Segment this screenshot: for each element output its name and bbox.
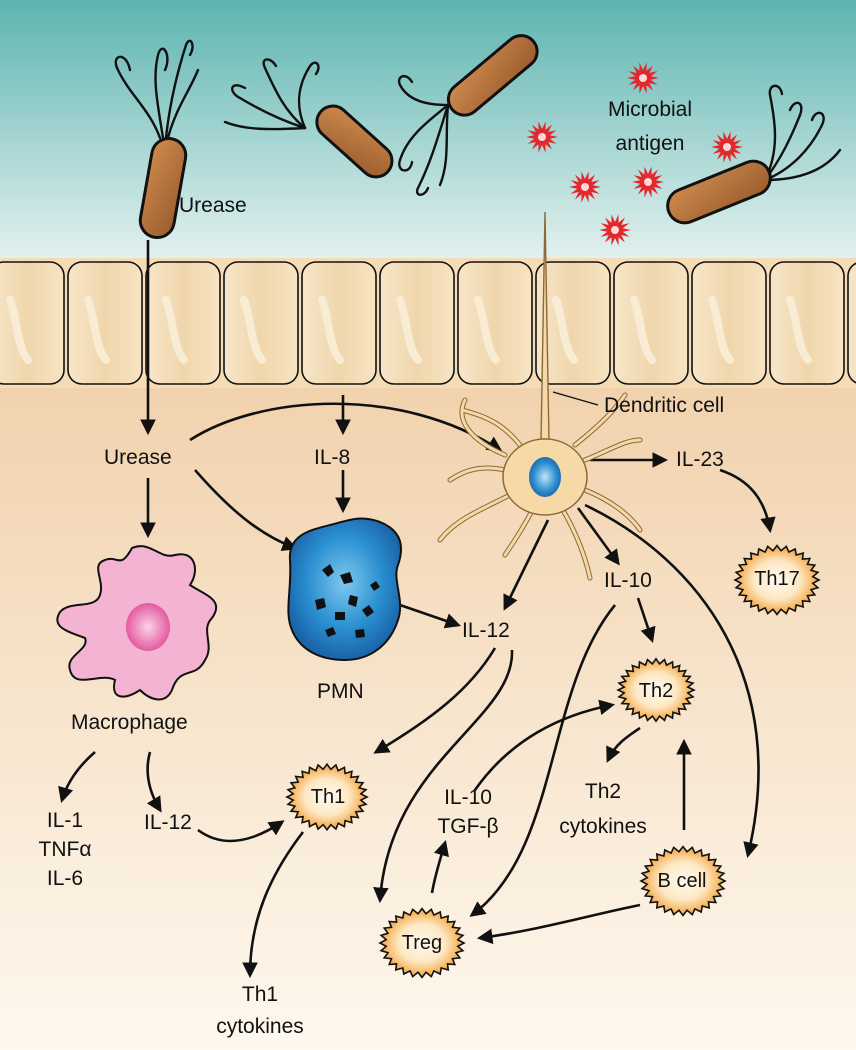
epithelial-cell-highlight <box>786 296 812 364</box>
th2-cell <box>616 657 696 723</box>
bacterium-1 <box>114 39 200 239</box>
il10-label-center: IL-10 <box>444 786 492 809</box>
epithelial-cell <box>847 262 856 384</box>
il1-label: IL-1 <box>46 809 84 832</box>
il12-label-left: IL-12 <box>144 811 192 834</box>
antigen-core <box>611 226 619 234</box>
epithelial-cell-highlight <box>84 296 110 364</box>
epithelial-cell <box>691 261 767 385</box>
th2-cell-label: Th2 <box>638 680 674 702</box>
antigen-core <box>581 183 589 191</box>
tnf-alpha-label: TNFα <box>38 838 92 861</box>
epithelial-cell <box>535 261 611 385</box>
bacterium-2 <box>223 58 394 179</box>
dendritic-cell <box>437 211 643 581</box>
epithelial-cell-highlight <box>474 296 500 364</box>
epithelial-cell-highlight <box>318 296 344 364</box>
epithelial-cell <box>613 261 689 385</box>
macrophage-label: Macrophage <box>71 711 188 734</box>
epithelial-cell-highlight <box>162 296 188 364</box>
dendritic-cell-nucleus <box>529 457 561 497</box>
epithelial-cell-highlight <box>240 296 266 364</box>
microbial-antigen-label-line1: Microbial <box>607 98 693 121</box>
th17-cell <box>733 544 821 616</box>
epithelial-cell <box>145 261 221 385</box>
antigen-core <box>723 143 731 151</box>
th1-cell-label: Th1 <box>310 786 346 808</box>
bacterium-3 <box>397 34 539 196</box>
antigen-core <box>538 133 546 141</box>
microbial-antigen-particles <box>526 62 743 246</box>
epithelial-cell <box>769 261 845 385</box>
epithelial-cell-highlight <box>6 296 32 364</box>
epithelial-cell-highlight <box>630 296 656 364</box>
epithelial-cell <box>67 261 143 385</box>
b-cell-label: B cell <box>657 870 707 892</box>
pmn-label: PMN <box>317 680 364 703</box>
il6-label: IL-6 <box>46 867 84 890</box>
epithelial-cell-highlight <box>552 296 578 364</box>
epithelial-cell <box>0 261 65 385</box>
treg-cell-label: Treg <box>401 932 443 954</box>
epithelial-cell <box>301 261 377 385</box>
th1-cell <box>285 762 369 832</box>
antigen-core <box>644 178 652 186</box>
il10-label-right: IL-10 <box>604 569 652 592</box>
tgf-beta-label: TGF-β <box>437 815 499 838</box>
th2-cytokines-label-line2: cytokines <box>559 815 647 838</box>
epithelium <box>0 258 856 388</box>
urease-label-lumen: Urease <box>179 194 247 217</box>
arrows <box>58 240 776 979</box>
th2-cytokines-label-line1: Th2 <box>584 780 622 803</box>
th17-cell-label: Th17 <box>754 568 800 590</box>
b-cell <box>639 845 727 917</box>
epithelial-cell-highlight <box>396 296 422 364</box>
bacterium-4 <box>666 84 842 225</box>
il8-label: IL-8 <box>314 446 351 469</box>
microbial-antigen-label-line2: antigen <box>615 132 685 155</box>
epithelial-cell <box>223 261 299 385</box>
lumen <box>0 0 856 262</box>
bacteria-group <box>114 34 842 239</box>
macrophage <box>56 545 218 701</box>
pmn-cell <box>287 517 402 662</box>
epithelial-cell-highlight <box>708 296 734 364</box>
epithelial-cell <box>457 261 533 385</box>
th1-cytokines-label-line2: cytokines <box>216 1015 304 1038</box>
pmn-granules <box>315 564 380 638</box>
epithelial-cell <box>379 261 455 385</box>
th1-cytokines-label-line1: Th1 <box>241 983 279 1006</box>
dendritic-cell-label: Dendritic cell <box>604 394 725 417</box>
il12-label-center: IL-12 <box>462 619 510 642</box>
lymphocytes <box>285 544 821 979</box>
il23-label: IL-23 <box>676 448 724 471</box>
urease-label-tissue: Urease <box>104 446 172 469</box>
macrophage-nucleus <box>126 603 170 651</box>
treg-cell <box>378 907 466 979</box>
antigen-core <box>639 74 647 82</box>
